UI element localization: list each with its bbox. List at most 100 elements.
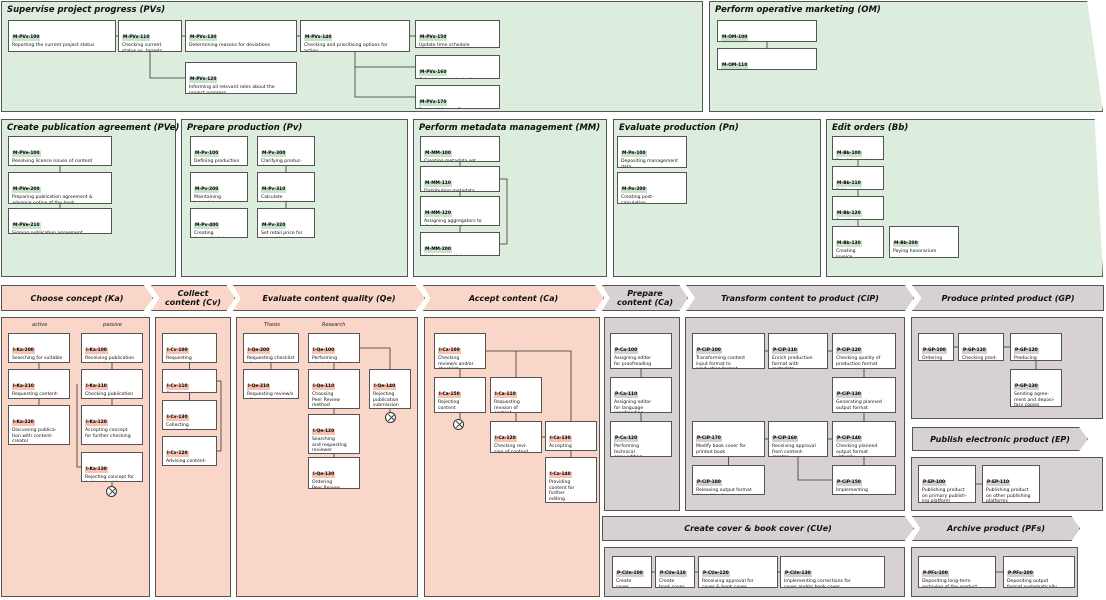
- activity-code: P-CiP-170: [696, 436, 722, 442]
- activity-box-bb110[interactable]: M-Bb-110Editing order: [832, 166, 884, 190]
- activity-code: I-Cv-100: [166, 348, 189, 354]
- activity-label: Transforming content input format to pro…: [696, 356, 746, 368]
- activity-label: Create book cover: [659, 579, 685, 588]
- activity-code: P-CiP-180: [696, 480, 722, 486]
- panel-title: Perform metadata management (MM): [419, 123, 601, 133]
- activity-code: M-MM-110: [424, 181, 452, 187]
- activity-code: P-Ca-110: [614, 392, 639, 398]
- chevron-accept-content: Accept content (Ca): [423, 285, 604, 311]
- connector: [354, 52, 415, 98]
- activity-box-bb120[interactable]: M-Bb-120Sending order: [832, 196, 884, 220]
- activity-code: M-Pv-320: [261, 223, 287, 229]
- activity-label: Requesting content- creator: [12, 392, 59, 398]
- activity-code: M-Pv-310: [261, 187, 287, 193]
- activity-code: I-Ka-100: [85, 348, 108, 354]
- activity-code: P-CUe-100: [616, 571, 644, 577]
- activity-box-om110[interactable]: M-OM-110Processing marketing plan for pr…: [717, 48, 817, 70]
- activity-box-mm200[interactable]: M-MM-200Update metadata set: [420, 232, 500, 256]
- panel-title: Create publication agreement (PVe): [7, 123, 180, 133]
- activity-box-pvs170[interactable]: M-PVs-170Reorganising staff: [415, 85, 500, 109]
- activity-label: Rejecting concept for further checking: [85, 475, 134, 481]
- activity-code: M-Pv-100: [194, 151, 220, 157]
- activity-code: M-Pv-400: [194, 223, 220, 229]
- activity-label: Receiving approval from content- creator: [772, 444, 816, 456]
- activity-box-pvs160[interactable]: M-PVs-160Calculate costs (actual): [415, 55, 500, 79]
- activity-code: I-Qe-120: [312, 429, 336, 435]
